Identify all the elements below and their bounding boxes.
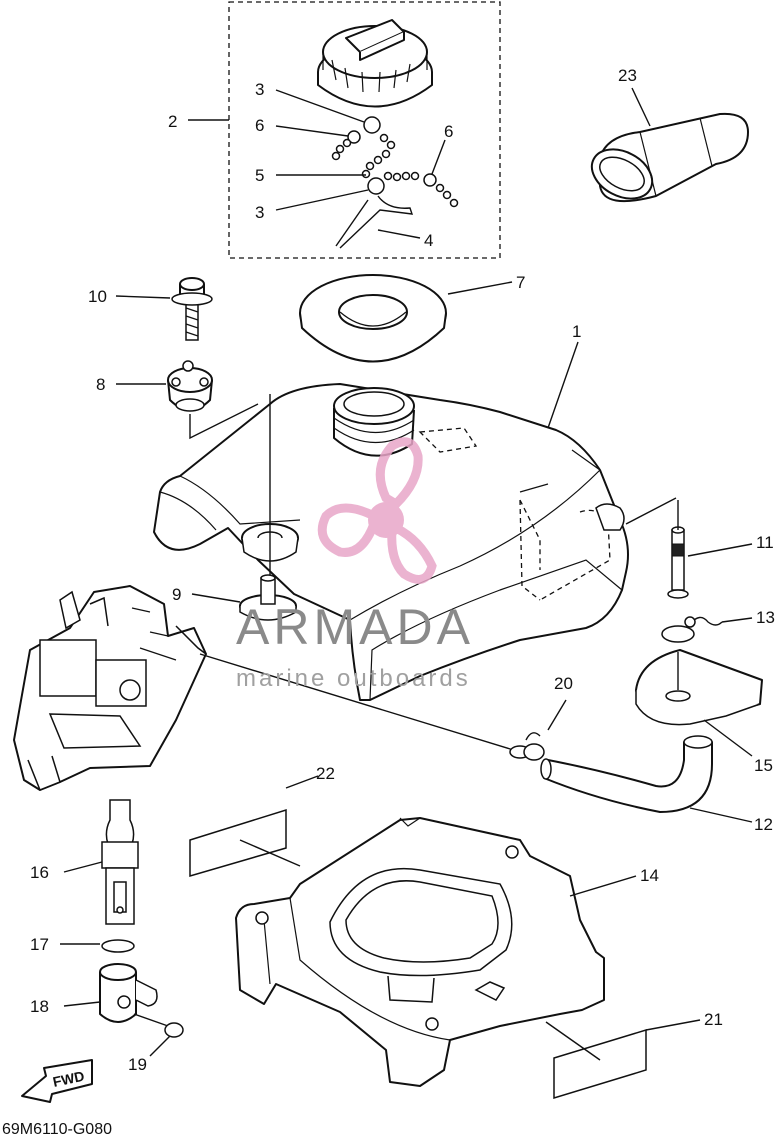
leader-13	[721, 617, 753, 623]
leader-11	[687, 543, 753, 557]
armada-logo-icon	[317, 437, 437, 584]
leader-4	[377, 229, 421, 239]
damper-seal-7	[299, 274, 447, 363]
callout-10: 10	[88, 287, 107, 306]
fuel-tank-cap	[317, 19, 433, 108]
callout-15: 15	[754, 756, 773, 775]
watermark-brand: ARMADA	[236, 599, 474, 655]
leader-23	[631, 87, 651, 127]
callout-17: 17	[30, 935, 49, 954]
callout-14: 14	[640, 866, 659, 885]
leader-20	[547, 699, 567, 731]
leader-10	[115, 295, 171, 299]
leader-6a	[275, 125, 349, 137]
callout-13: 13	[756, 608, 775, 627]
callout-23: 23	[618, 66, 637, 85]
cap-chain	[331, 116, 459, 249]
o-ring-17	[101, 939, 135, 953]
grommet-23	[590, 112, 749, 203]
leader-19	[149, 1035, 171, 1057]
cock-body-18	[99, 963, 158, 1023]
callout-18: 18	[30, 997, 49, 1016]
watermark-tagline: marine outboards	[236, 665, 471, 692]
screw-19	[133, 1013, 184, 1038]
collar-9	[239, 574, 297, 621]
leader-3b	[275, 189, 369, 211]
fuel-cock-16	[101, 799, 139, 925]
mount-8	[167, 360, 213, 412]
leader-14	[569, 875, 637, 897]
leader-22	[285, 775, 319, 789]
callout-20: 20	[554, 674, 573, 693]
callout-9: 9	[172, 585, 181, 604]
leader-15	[703, 719, 753, 757]
callout-3a: 3	[255, 80, 264, 99]
clip-20	[509, 732, 545, 761]
cover-14	[235, 817, 605, 1087]
callout-3b: 3	[255, 203, 264, 222]
reference-line-21	[545, 1021, 601, 1061]
callout-6a: 6	[255, 116, 264, 135]
reference-line-22	[239, 839, 301, 867]
label-22	[189, 808, 287, 877]
leader-3a	[275, 89, 365, 123]
label-21	[553, 1028, 647, 1100]
leader-1	[547, 341, 579, 429]
plate-15	[635, 649, 763, 726]
callout-2: 2	[168, 112, 177, 131]
leader-12	[689, 807, 753, 823]
callout-16: 16	[30, 863, 49, 882]
reference-line-carb-hose	[199, 653, 521, 753]
callout-11: 11	[756, 533, 774, 552]
drawing-code: 69M6110-G080	[2, 1121, 112, 1137]
leader-7	[447, 281, 513, 295]
leader-18	[63, 1001, 101, 1007]
fuel-hose-12	[540, 735, 713, 813]
callout-22: 22	[316, 764, 335, 783]
bolt-10	[171, 277, 213, 341]
fwd-label: FWD	[51, 1068, 86, 1090]
reference-line-8	[189, 403, 259, 440]
callout-6b: 6	[444, 122, 453, 141]
leader-9	[191, 593, 241, 603]
leader-21	[645, 1019, 701, 1031]
leader-6b	[431, 139, 446, 175]
callout-8: 8	[96, 375, 105, 394]
callout-7: 7	[516, 273, 525, 292]
clip-13	[661, 616, 723, 643]
carburetor	[13, 585, 207, 791]
filter-11	[667, 526, 689, 599]
callout-21: 21	[704, 1010, 723, 1029]
callout-1: 1	[572, 322, 581, 341]
callout-4: 4	[424, 231, 433, 250]
leader-16	[63, 861, 103, 873]
fwd-arrow-icon: FWD	[21, 1059, 93, 1103]
reference-line-tank-11	[625, 497, 677, 525]
cap-assembly-box	[228, 1, 501, 259]
callout-5: 5	[255, 166, 264, 185]
callout-12: 12	[754, 815, 773, 834]
callout-19: 19	[128, 1055, 147, 1074]
